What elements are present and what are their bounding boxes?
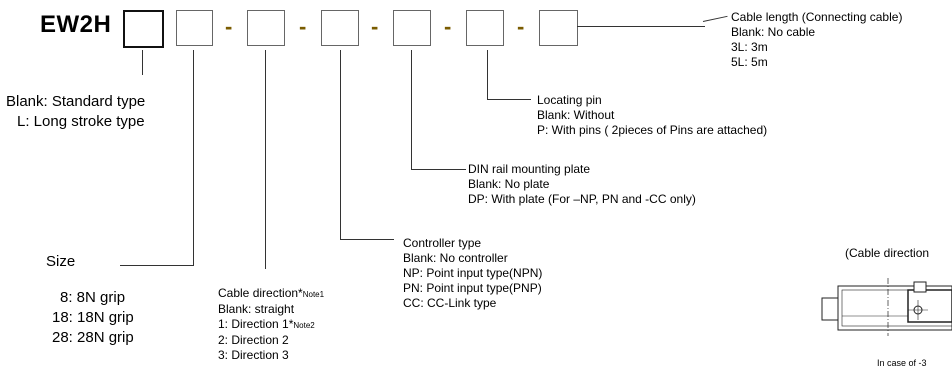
- stroke-type-line: L: Long stroke type: [17, 113, 145, 130]
- cable-length-box: [539, 10, 578, 46]
- locating-pin-line: Blank: Without: [537, 108, 615, 122]
- size-leader-vertical: [193, 50, 194, 266]
- cable-connector: [821, 297, 839, 321]
- locating-pin-leader-vertical: [487, 50, 488, 100]
- separator-dash-5: -: [517, 14, 525, 39]
- din-rail-leader-horizontal: [411, 169, 466, 170]
- din-rail-leader-vertical: [411, 50, 412, 170]
- gripper-body-inner: [841, 289, 952, 327]
- stroke-type-line: Blank: Standard type: [6, 93, 146, 110]
- cable-direction-box: [247, 10, 285, 46]
- din-rail-line: Blank: No plate: [468, 177, 550, 191]
- din-rail-title: DIN rail mounting plate: [468, 162, 591, 176]
- cable-direction-title: Cable direction*Note1: [218, 286, 325, 300]
- gripper-body: [837, 285, 952, 331]
- cable-length-leader-slant: [702, 15, 728, 22]
- gripper-top-tab: [913, 281, 927, 293]
- size-option: 8: 8N grip: [60, 289, 126, 306]
- cable-length-options: Cable length (Connecting cable) Blank: N…: [731, 10, 902, 70]
- controller-type-box: [321, 10, 359, 46]
- locating-pin-line: P: With pins ( 2pieces of Pins are attac…: [537, 123, 768, 137]
- cable-length-leader: [577, 26, 705, 27]
- cable-length-line: 5L: 5m: [731, 55, 768, 69]
- note2-marker: Note2: [293, 321, 315, 330]
- cable-length-title: Cable length (Connecting cable): [731, 10, 903, 24]
- size-option: 18: 18N grip: [52, 309, 134, 326]
- cable-direction-line: Blank: straight: [218, 302, 295, 316]
- locating-pin-box: [466, 10, 504, 46]
- cable-direction-line: 2: Direction 2: [218, 333, 289, 347]
- cable-length-line: 3L: 3m: [731, 40, 768, 54]
- controller-type-line: CC: CC-Link type: [403, 296, 497, 310]
- controller-type-leader-vertical: [340, 50, 341, 240]
- size-title: Size: [46, 253, 76, 270]
- locating-pin-leader-horizontal: [487, 99, 531, 100]
- size-option: 28: 28N grip: [52, 329, 134, 346]
- side-figure-caption: (Cable direction: [845, 246, 930, 260]
- gripper-face: [907, 289, 952, 323]
- controller-type-line: PN: Point input type(PNP): [403, 281, 542, 295]
- stroke-type-box: [123, 10, 164, 48]
- size-leader-horizontal: [120, 265, 194, 266]
- controller-type-leader-horizontal: [340, 239, 394, 240]
- cable-direction-leader: [265, 50, 266, 269]
- cable-direction-line: 1: Direction 1*Note2: [218, 317, 315, 331]
- controller-type-title: Controller type: [403, 236, 482, 250]
- separator-dash-1: -: [225, 14, 233, 39]
- controller-type-options: Controller type Blank: No controller NP:…: [403, 236, 542, 311]
- separator-dash-4: -: [444, 14, 452, 39]
- din-rail-line: DP: With plate (For –NP, PN and -CC only…: [468, 192, 696, 206]
- stroke-type-options: Blank: Standard type L: Long stroke type: [6, 92, 145, 132]
- size-options: 8: 8N grip 18: 18N grip 28: 28N grip: [52, 288, 134, 348]
- cable-length-line: Blank: No cable: [731, 25, 816, 39]
- din-rail-options: DIN rail mounting plate Blank: No plate …: [468, 162, 696, 207]
- din-rail-box: [393, 10, 431, 46]
- cable-direction-options: Cable direction*Note1 Blank: straight 1:…: [218, 286, 324, 363]
- gripper-drawing: [821, 278, 952, 336]
- locating-pin-options: Locating pin Blank: Without P: With pins…: [537, 93, 767, 138]
- controller-type-line: NP: Point input type(NPN): [403, 266, 543, 280]
- controller-type-line: Blank: No controller: [403, 251, 508, 265]
- separator-dash-2: -: [299, 14, 307, 39]
- cable-direction-line: 3: Direction 3: [218, 348, 289, 362]
- model-prefix: EW2H: [40, 11, 112, 38]
- note1-marker: Note1: [302, 290, 325, 299]
- side-figure-note: In case of -3: [877, 358, 927, 368]
- separator-dash-3: -: [371, 14, 379, 39]
- stroke-type-leader: [142, 50, 143, 75]
- size-box: [176, 10, 213, 46]
- locating-pin-title: Locating pin: [537, 93, 602, 107]
